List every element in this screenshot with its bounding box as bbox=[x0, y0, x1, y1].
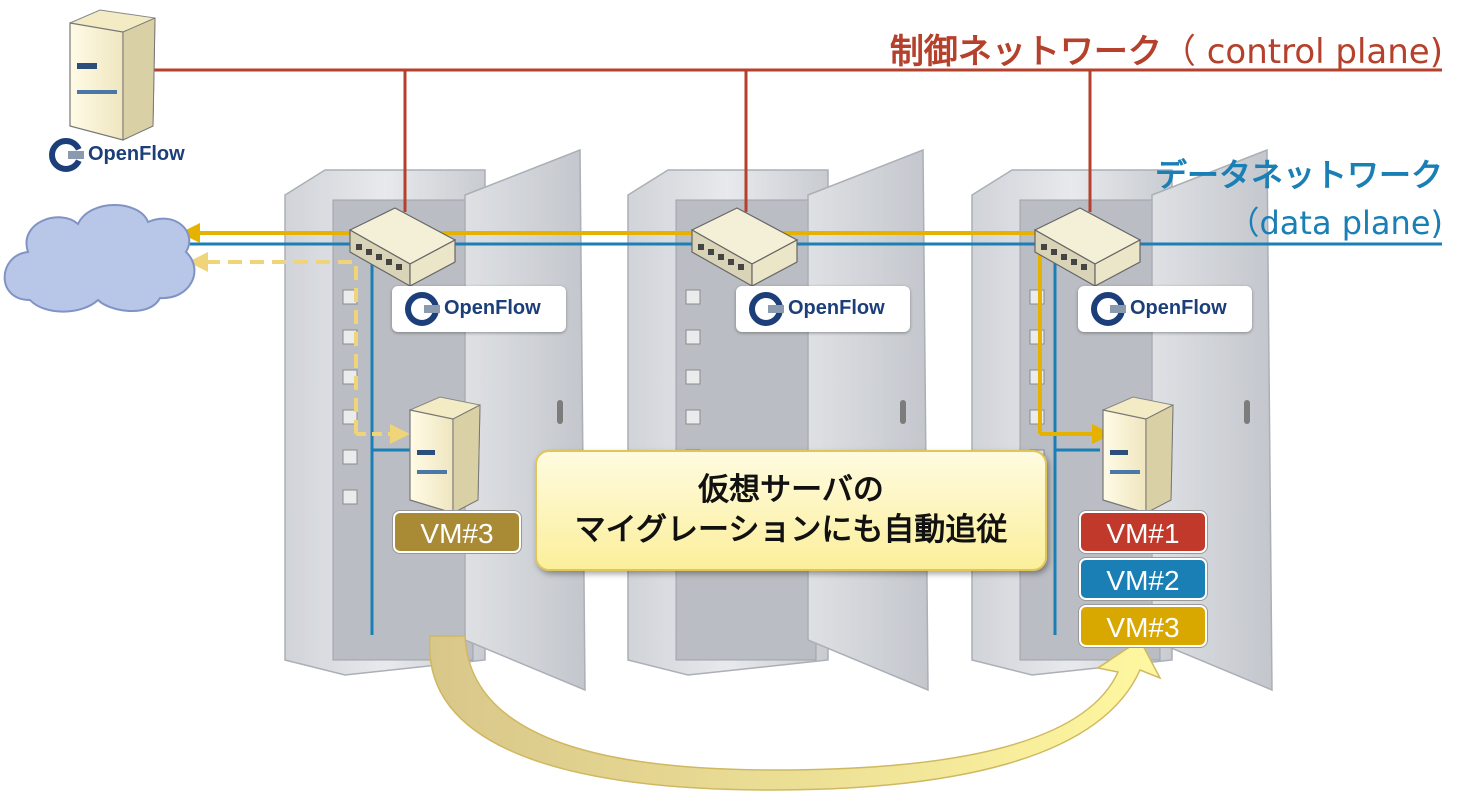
control-network-label: 制御ネットワーク（ control plane) bbox=[890, 24, 1443, 73]
data-network-subtitle: （data plane) bbox=[1227, 204, 1443, 242]
migration-callout: 仮想サーバの マイグレーションにも自動追従 bbox=[535, 450, 1047, 571]
openflow-logo-icon bbox=[1091, 292, 1126, 326]
control-network-lines bbox=[150, 68, 1442, 212]
vm-badge-2: VM#2 bbox=[1079, 558, 1207, 600]
switch-openflow-logo: OpenFlow bbox=[1078, 286, 1252, 332]
cloud-icon bbox=[3, 204, 196, 313]
vm-badge-1: VM#1 bbox=[1079, 511, 1207, 553]
openflow-logo-icon bbox=[49, 138, 84, 172]
openflow-logo-text: OpenFlow bbox=[444, 297, 541, 319]
switches bbox=[348, 207, 1142, 288]
vm-badge-3: VM#3 bbox=[1079, 605, 1207, 647]
control-network-title: 制御ネットワーク bbox=[889, 32, 1162, 72]
openflow-logo-icon bbox=[405, 292, 440, 326]
switch-icon bbox=[690, 207, 799, 288]
controller-server-icon bbox=[69, 9, 156, 141]
vm-badge-source: VM#3 bbox=[393, 511, 521, 553]
switch-openflow-logo: OpenFlow bbox=[392, 286, 566, 332]
control-network-subtitle: （ control plane) bbox=[1161, 32, 1443, 72]
migration-arrow-icon bbox=[429, 635, 1162, 791]
data-network-title: データネットワーク bbox=[1154, 156, 1443, 194]
vm-host-server-icon bbox=[1102, 396, 1174, 514]
openflow-logo-text: OpenFlow bbox=[88, 143, 185, 165]
callout-line-2: マイグレーションにも自動追従 bbox=[574, 512, 1008, 548]
callout-line-1: 仮想サーバの bbox=[698, 472, 884, 508]
openflow-logo-icon bbox=[749, 292, 784, 326]
switch-icon bbox=[348, 207, 457, 288]
openflow-logo-text: OpenFlow bbox=[1130, 297, 1227, 319]
switch-icon bbox=[1033, 207, 1142, 288]
switch-openflow-logo: OpenFlow bbox=[736, 286, 910, 332]
vm-host-server-icon bbox=[409, 396, 481, 514]
openflow-logo-text: OpenFlow bbox=[788, 297, 885, 319]
controller-openflow-logo: OpenFlow bbox=[36, 132, 210, 178]
